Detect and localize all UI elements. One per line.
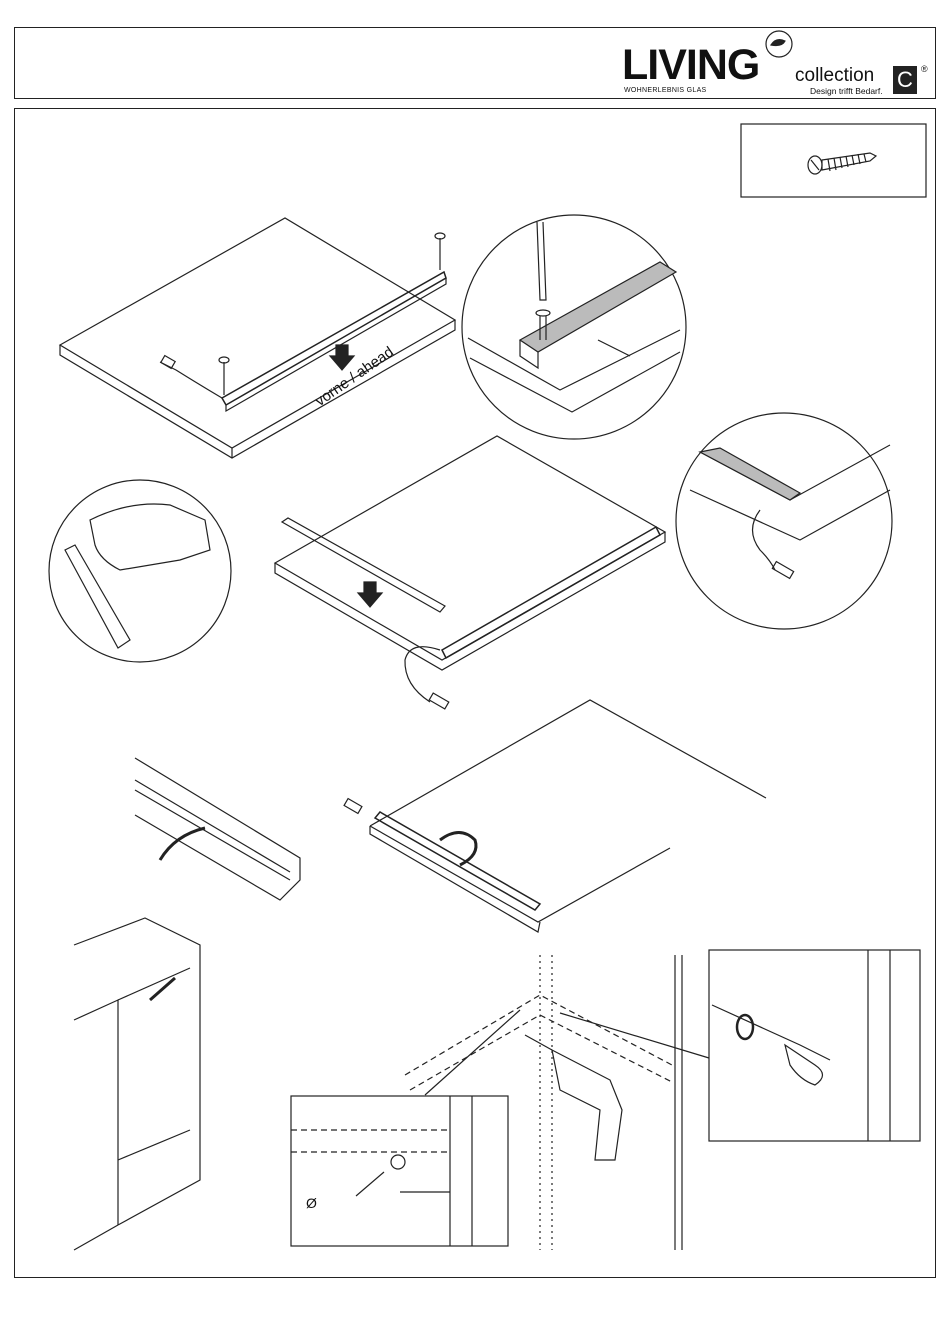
arrow-icon <box>358 582 382 607</box>
screw-icon <box>219 233 445 395</box>
rotate-arrow-icon <box>737 1015 753 1039</box>
arrow-icon <box>150 978 175 1000</box>
screwdriver-icon <box>536 222 550 340</box>
step-1-board <box>60 218 455 458</box>
distance-arrow-icon <box>598 340 630 356</box>
hand-icon <box>65 504 210 648</box>
cable-plug-icon <box>772 562 793 579</box>
logo-bubble-icon <box>766 31 792 57</box>
screw-inset-box <box>741 124 926 197</box>
detail-box-screwing <box>709 950 920 1141</box>
step-3-profile <box>135 758 300 900</box>
step-2-board <box>275 436 665 709</box>
detail-rail-closeup <box>468 262 680 412</box>
step-4-board <box>344 700 766 932</box>
detail-circle-cable <box>676 413 892 629</box>
detail-box-hole <box>291 1096 508 1246</box>
step-6-drill <box>405 955 682 1250</box>
step-5-carcass <box>74 918 200 1250</box>
detail-rail-corner <box>690 445 890 578</box>
diameter-symbol: Ø <box>306 1195 317 1211</box>
screw-icon <box>785 1045 823 1085</box>
screw-icon <box>808 153 876 174</box>
